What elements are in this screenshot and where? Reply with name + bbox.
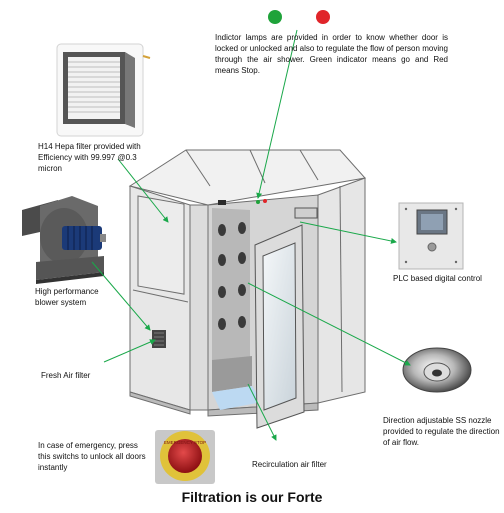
blower-label: High performance blower system bbox=[35, 287, 99, 307]
emergency-label: In case of emergency, press this switchs… bbox=[38, 441, 146, 472]
nozzle-image bbox=[402, 347, 472, 393]
cabinet-green-lamp bbox=[256, 200, 260, 204]
nozzle-label: Direction adjustable SS nozzle provided … bbox=[383, 416, 500, 447]
indicator-lamps bbox=[268, 10, 330, 24]
cabinet-red-lamp bbox=[263, 199, 267, 203]
page-title: Filtration is our Forte bbox=[181, 489, 323, 505]
cabinet-door bbox=[254, 207, 318, 429]
hepa-label: H14 Hepa filter provided with Efficiency… bbox=[38, 142, 141, 173]
hepa-filter-image bbox=[56, 43, 151, 137]
plc-panel-image bbox=[398, 202, 464, 270]
fresh-air-label: Fresh Air filter bbox=[41, 371, 91, 380]
indicator-label: Indictor lamps are provided in order to … bbox=[215, 33, 448, 75]
callout-lines bbox=[91, 29, 411, 441]
green-lamp bbox=[268, 10, 282, 24]
cabinet-interior bbox=[212, 199, 267, 410]
recirculation-label: Recirculation air filter bbox=[252, 460, 327, 469]
plc-label: PLC based digital control bbox=[393, 274, 482, 283]
stop-button-text: EMERGENCY STOP bbox=[164, 440, 206, 445]
blower-image bbox=[22, 196, 106, 284]
emergency-stop-button bbox=[155, 430, 215, 484]
red-lamp bbox=[316, 10, 330, 24]
